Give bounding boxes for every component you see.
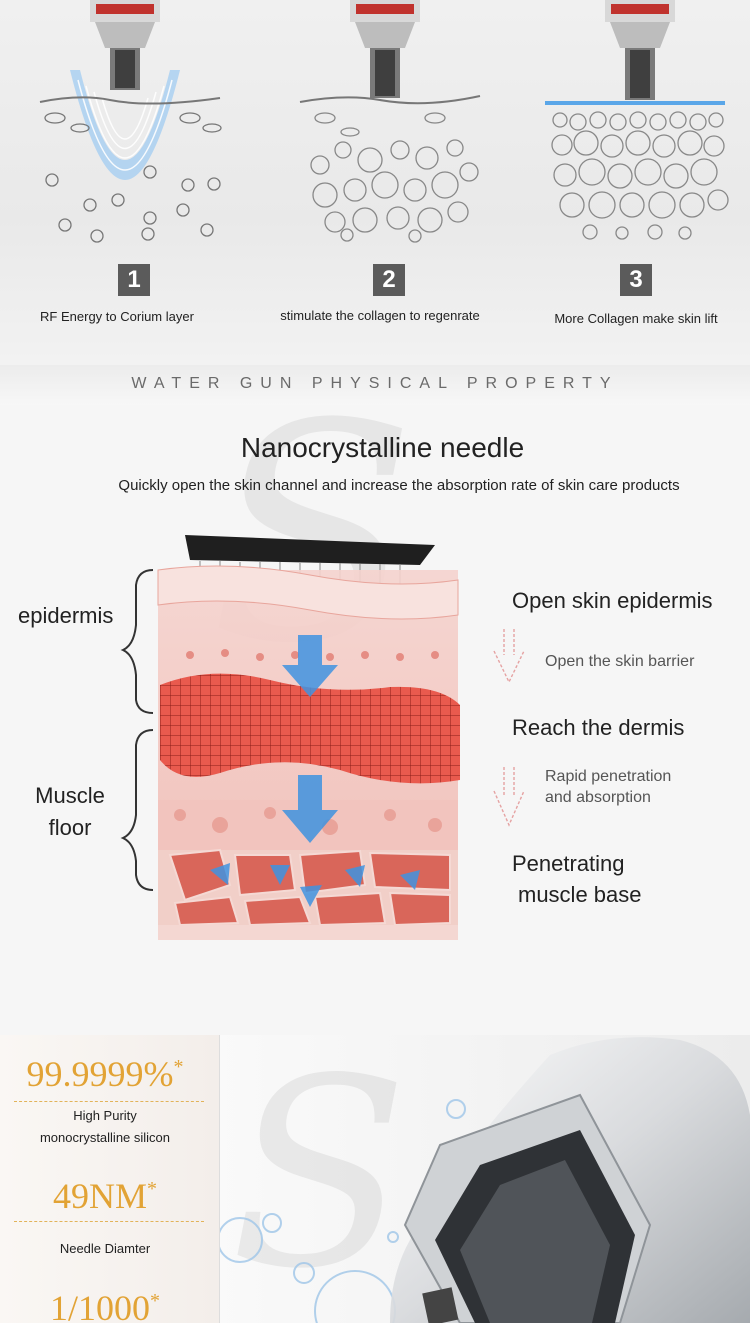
needle-diameter-value: 49NM* <box>52 1176 157 1216</box>
needle-head-icon <box>350 0 420 98</box>
arrow-down-icon <box>210 635 420 907</box>
step-3: 3 More Collagen make skin lift <box>510 0 750 365</box>
point-heading: Reach the dermis <box>512 715 685 740</box>
bracket-icon <box>120 569 154 891</box>
banner-title: WATER GUN PHYSICAL PROPERTY <box>131 375 619 392</box>
rf-energy-illustration <box>39 0 222 243</box>
muscle-floor-label: Muscle floor <box>35 783 105 840</box>
skin-lift-illustration <box>545 0 729 240</box>
purity-label: High Purity monocrystalline silicon <box>39 1108 171 1145</box>
step-number-badge: 3 <box>620 264 652 296</box>
watermark-logo: S <box>230 1035 409 1323</box>
needle-diameter-label: Needle Diamter <box>59 1241 151 1256</box>
epidermis-label: epidermis <box>18 603 114 628</box>
ratio-value: 1/1000* <box>49 1288 160 1323</box>
point-detail: Open the skin barrier <box>545 653 695 670</box>
device-illustration <box>220 1037 750 1323</box>
skin-cross-section-diagram <box>157 535 460 940</box>
specs-section: S 99.9999%* High Purity monocrystalline … <box>0 1035 750 1323</box>
needle-head-icon <box>90 0 160 90</box>
step-1: 1 RF Energy to Corium layer <box>0 0 250 365</box>
point-heading: Penetrating muscle base <box>512 851 642 907</box>
collagen-stimulation-illustration <box>299 0 481 243</box>
step-caption: RF Energy to Corium layer <box>40 309 194 324</box>
divider <box>14 1101 204 1102</box>
step-caption: stimulate the collagen to regenrate <box>280 308 480 323</box>
step-caption: More Collagen make skin lift <box>554 311 718 326</box>
steps-section: 1 RF Energy to Corium layer <box>0 0 750 365</box>
point-detail: Rapid penetration and absorption <box>545 768 672 806</box>
needle-head-icon <box>605 0 675 100</box>
purity-value: 99.9999%* <box>26 1054 184 1094</box>
point-heading: Open skin epidermis <box>512 588 713 613</box>
spec-panel: 99.9999%* High Purity monocrystalline si… <box>0 1035 220 1323</box>
divider <box>14 1221 204 1222</box>
needle-section: S Nanocrystalline needle Quickly open th… <box>0 405 750 1035</box>
step-number-badge: 2 <box>373 264 405 296</box>
step-number-badge: 1 <box>118 264 150 296</box>
section-title: Nanocrystalline needle <box>240 432 525 463</box>
section-subtitle: Quickly open the skin channel and increa… <box>118 477 680 494</box>
arrow-down-icon <box>493 629 525 684</box>
section-banner: WATER GUN PHYSICAL PROPERTY <box>0 365 750 405</box>
step-2: 2 stimulate the collagen to regenrate <box>255 0 505 365</box>
arrow-down-icon <box>493 767 525 827</box>
